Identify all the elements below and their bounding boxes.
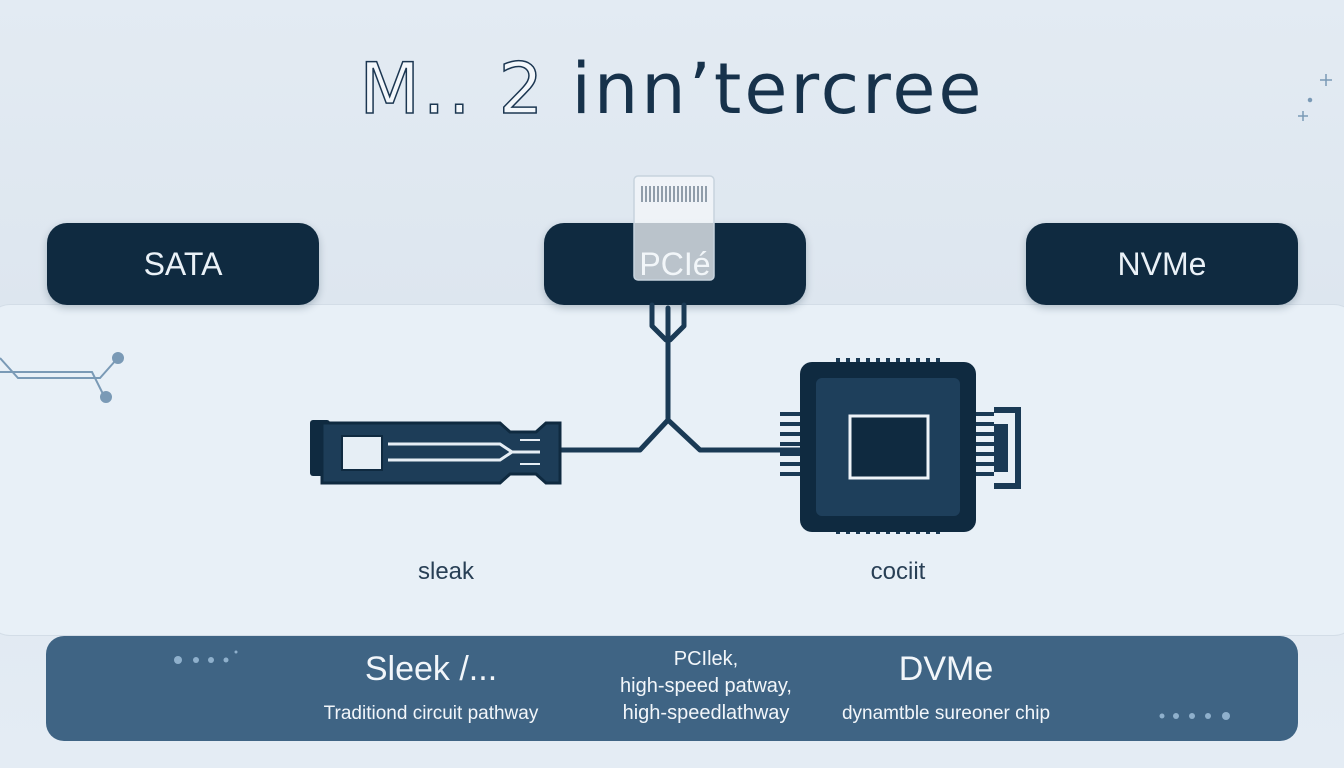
footer-pcie-line1: PCIlek, bbox=[673, 648, 739, 670]
nvme-pill: NVMe bbox=[1026, 223, 1298, 305]
m2-connector-icon bbox=[310, 420, 562, 485]
footer-sleek-column: Sleek /... Traditiond circuit pathway bbox=[296, 650, 566, 725]
page-title: M.. 2 inn’tercree bbox=[0, 47, 1344, 131]
sleek-label: sleak bbox=[417, 558, 475, 585]
title-prefix: M.. 2 bbox=[359, 47, 547, 131]
diagram-panel bbox=[0, 305, 1344, 635]
footer-nvme-sub: dynamtble sureoner chip bbox=[841, 703, 1051, 724]
title-suffix: inn’tercree bbox=[546, 48, 985, 130]
footer-pcie-column: PCIlek, high-speed patway, high-speedlat… bbox=[576, 648, 836, 725]
footer-nvme-heading: DVMe bbox=[898, 650, 994, 688]
footer-pcie-line3: high-speedlathway bbox=[622, 702, 790, 724]
sparkle-decoration bbox=[1298, 74, 1332, 121]
circuit-trace bbox=[557, 302, 803, 453]
footer-sleek-sub: Traditiond circuit pathway bbox=[323, 703, 539, 724]
decorative-circuit-left bbox=[0, 352, 124, 403]
circuit-label: cociit bbox=[870, 558, 926, 585]
footer-pcie-line2: high-speed patway, bbox=[620, 675, 792, 697]
footer-dots-decoration bbox=[174, 650, 1230, 720]
chip-icon bbox=[780, 358, 1021, 534]
sata-pill: SATA bbox=[47, 223, 319, 305]
pcie-connector-icon bbox=[633, 175, 715, 281]
footer-nvme-column: DVMe dynamtble sureoner chip bbox=[786, 650, 1106, 725]
footer-sleek-heading: Sleek /... bbox=[364, 650, 498, 688]
footer-bar: Sleek /... Traditiond circuit pathway PC… bbox=[46, 636, 1298, 741]
